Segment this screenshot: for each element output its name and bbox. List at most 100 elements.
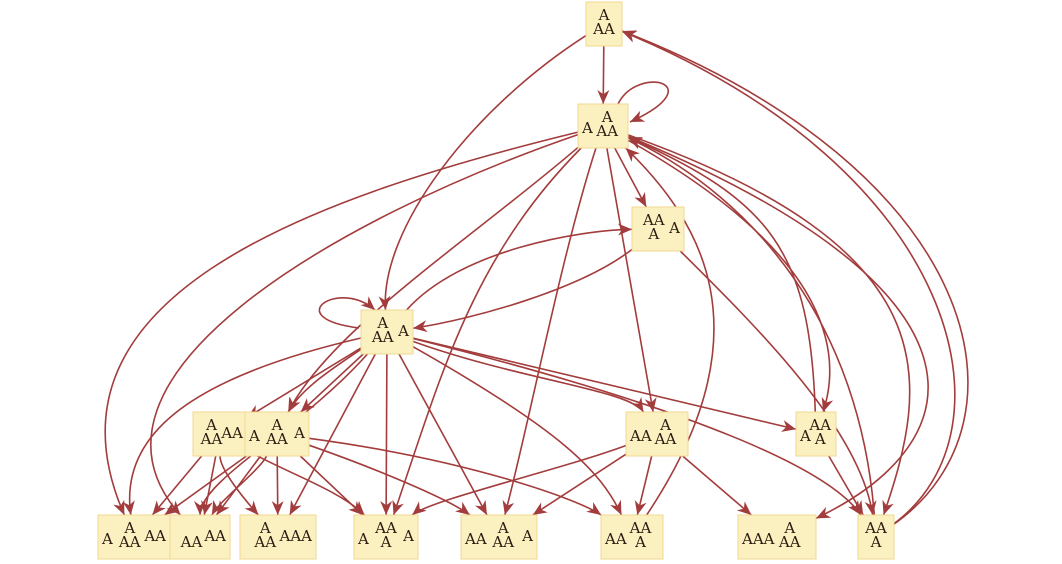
graph-node-prefix: A [101,530,113,548]
graph-node-prefix: A [799,427,811,445]
graph-node-suffix: A [668,219,680,237]
graph-node-label: A [497,519,509,537]
graph-node-label: AA [592,20,615,38]
edge-arrowhead [625,148,640,163]
graph-edge [288,353,377,516]
graph-edge [627,134,911,516]
graph-edge [164,455,247,516]
graph-edge [682,455,752,516]
graph-node-box [192,411,248,457]
graph-edge [287,146,579,413]
graph-edge [412,337,797,431]
edge-arrowhead [586,501,602,515]
graph-node-label: AA [265,430,288,448]
graph-node-box [600,514,664,560]
edge-arrowhead [271,500,284,515]
edge-arrowhead [634,191,647,207]
edge-arrowhead [413,320,428,333]
graph-edge [392,147,582,516]
graph-node-label: A [870,533,882,551]
graph-edge [828,455,864,516]
graph-node-label: A [205,416,217,434]
graph-edge [128,337,362,516]
edge-arrowhead [380,500,393,515]
graph-edge [627,137,876,516]
graph-node-label: AA [180,533,203,551]
graph-node-box [631,206,685,252]
graph-node-label: A [814,430,826,448]
edge-arrowhead [864,500,877,515]
graph-node-box [239,514,317,560]
graph-edge [276,455,279,516]
graph-node-label: AA [595,122,618,140]
graph-edge [203,455,217,516]
edge-arrowhead [412,501,427,515]
graph-node-box [353,514,419,560]
graph-edge [411,444,627,516]
graph-node-box [360,309,414,355]
graph-node-prefix: AA [629,427,652,445]
edge-arrowhead [610,499,622,515]
graph-node-label: AA [491,533,514,551]
edge-arrowhead [289,499,302,515]
graph-edge [398,353,488,516]
graph-edge [385,353,388,516]
graph-node-label: A [783,519,795,537]
graph-edge [614,147,647,208]
graph-node-suffix: AA [220,424,243,442]
graph-node-prefix: AA [464,530,487,548]
edge-arrowhead [597,89,610,104]
graph-node-suffix: A [521,527,533,545]
graph-node-label: AA [629,519,652,537]
graph-edge [636,455,653,516]
edge-arrowhead [288,396,301,412]
edge-arrowhead [502,499,515,515]
edge-arrowhead [122,500,135,515]
edge-arrowhead [780,420,796,432]
graph-node-label: AA [253,533,276,551]
graph-edge [300,353,364,413]
graph-node-label: A [271,416,283,434]
edge-arrowhead [152,500,166,515]
graph-node-label: A [123,519,135,537]
graph-edge [617,81,670,123]
graph-edge [308,444,471,516]
graph-node-label: A [647,225,659,243]
graph-edge [621,30,969,525]
graph-node-suffix: A [293,424,305,442]
graph-edge [412,337,862,516]
edge-arrowhead [348,501,363,515]
graph-node-prefix: A [248,427,260,445]
graph-node-label: AA [808,416,831,434]
graph-node-label: A [380,533,392,551]
edge-arrowhead [821,396,834,412]
graph-edge [532,453,627,516]
edge-arrowhead [300,398,316,412]
graph-node-box [97,514,171,560]
graph-node-label: A [659,416,671,434]
graph-edge [627,139,831,413]
edge-arrowhead [211,499,224,515]
graph-node-box [577,103,629,149]
graph-node-prefix: AAA [741,530,775,548]
graph-edge [151,455,203,516]
edge-arrowhead [617,223,632,236]
graph-node-prefix: A [581,119,593,137]
graph-node-suffix: A [402,527,414,545]
graph-edge [246,347,362,419]
graph-edge [412,340,645,413]
graph-edge [621,30,956,525]
edge-arrowhead [475,499,487,515]
graph-edge [412,248,633,330]
graph-node-suffix: A [397,322,409,340]
graph-edge [104,131,579,516]
